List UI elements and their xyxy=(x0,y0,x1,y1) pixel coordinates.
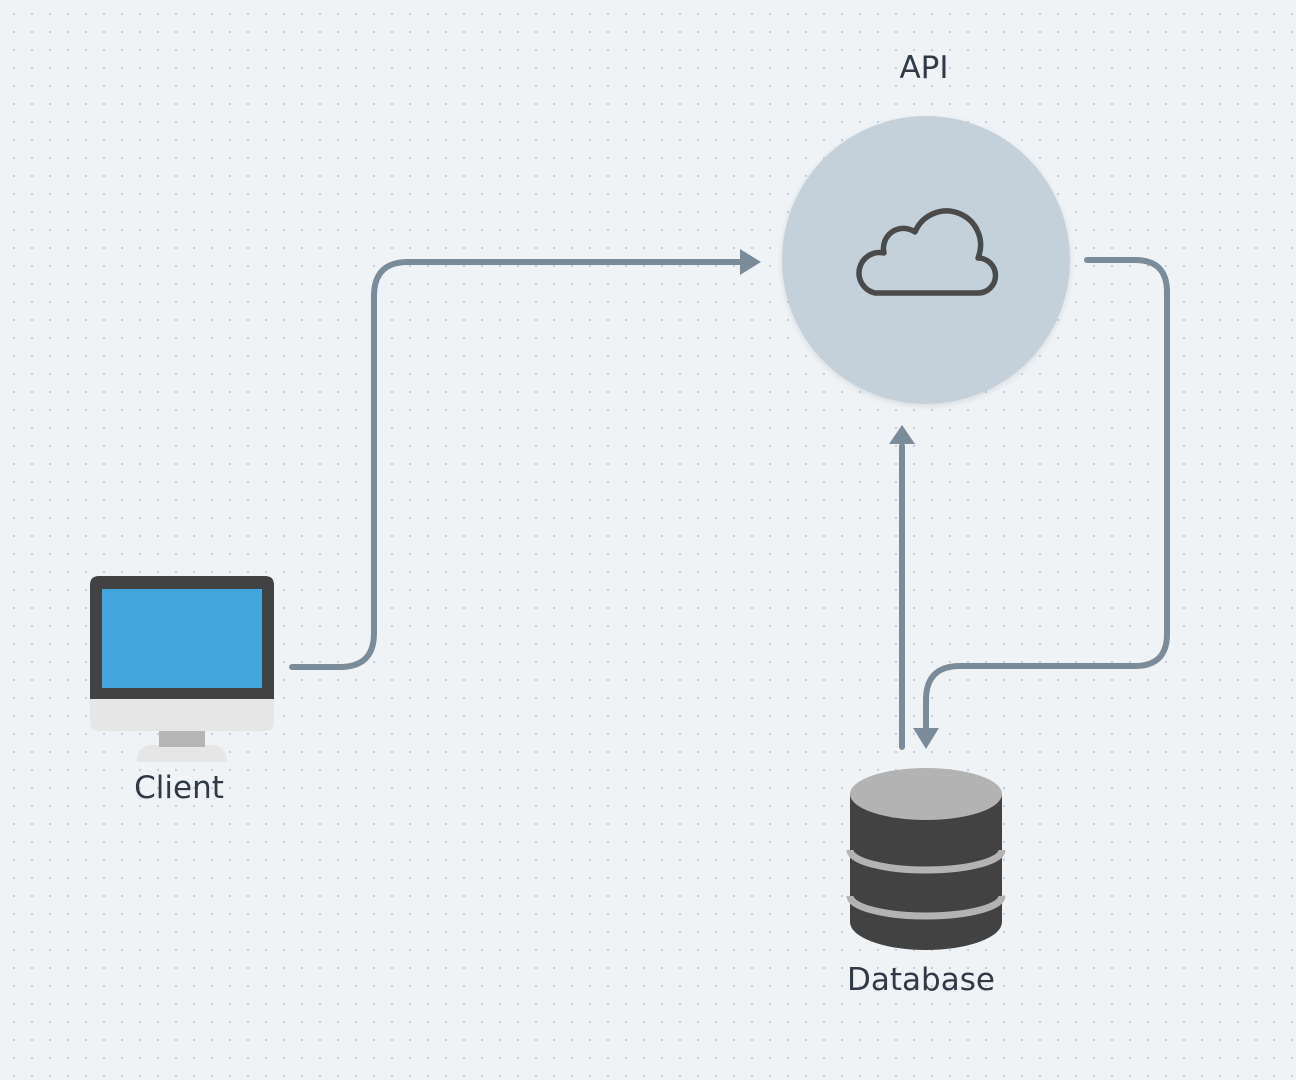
arrowhead-api xyxy=(740,249,761,275)
monitor-icon xyxy=(90,576,274,762)
connector-database-to-api[interactable] xyxy=(889,425,915,750)
database-label: Database xyxy=(847,962,995,998)
cloud-icon xyxy=(856,208,999,296)
api-node[interactable] xyxy=(782,116,1070,404)
database-icon xyxy=(846,768,1006,950)
client-label: Client xyxy=(134,770,224,806)
arrowhead-api-bottom xyxy=(889,425,915,444)
arrowhead-database xyxy=(913,728,939,749)
connector-api-to-database[interactable] xyxy=(913,257,1170,749)
api-label: API xyxy=(899,50,949,86)
database-node[interactable] xyxy=(846,768,1006,950)
connector-client-to-api[interactable] xyxy=(289,249,761,670)
api-circle xyxy=(782,116,1070,404)
client-node[interactable] xyxy=(90,576,274,762)
monitor-screen xyxy=(102,589,262,688)
